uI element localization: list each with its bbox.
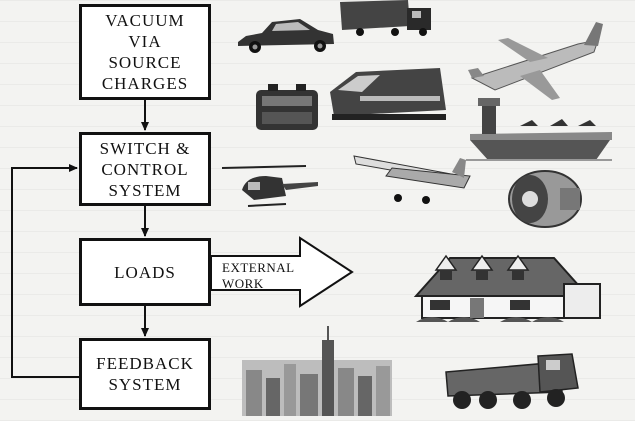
small-airplane-icon (353, 155, 471, 204)
feedback-system-text: FEEDBACK SYSTEM (96, 354, 194, 394)
helicopter-icon (221, 165, 318, 207)
military-truck-icon (445, 353, 579, 409)
sedan-car-icon (238, 19, 334, 53)
external-work-label: EXTERNAL WORK (222, 260, 295, 291)
loads-box: LOADS (79, 238, 211, 306)
turbine-engine-icon (508, 170, 582, 228)
feedback-system-box: FEEDBACK SYSTEM (79, 338, 211, 410)
feedback-loop-line (11, 164, 79, 378)
locomotive-train-icon (330, 68, 446, 120)
house-icon (413, 254, 601, 322)
external-work-arrow (210, 236, 354, 308)
jet-airliner-icon (468, 22, 603, 100)
switch-control-box: SWITCH & CONTROL SYSTEM (79, 132, 211, 206)
vacuum-source-box: VACUUM VIA SOURCE CHARGES (79, 4, 211, 100)
semi-truck-icon (340, 0, 431, 36)
aircraft-carrier-icon (466, 98, 612, 161)
switch-control-text: SWITCH & CONTROL SYSTEM (99, 138, 191, 200)
vacuum-source-text: VACUUM VIA SOURCE CHARGES (101, 11, 189, 93)
battery-icon (256, 84, 318, 130)
loads-text: LOADS (114, 262, 176, 282)
city-skyline-icon (242, 326, 392, 416)
